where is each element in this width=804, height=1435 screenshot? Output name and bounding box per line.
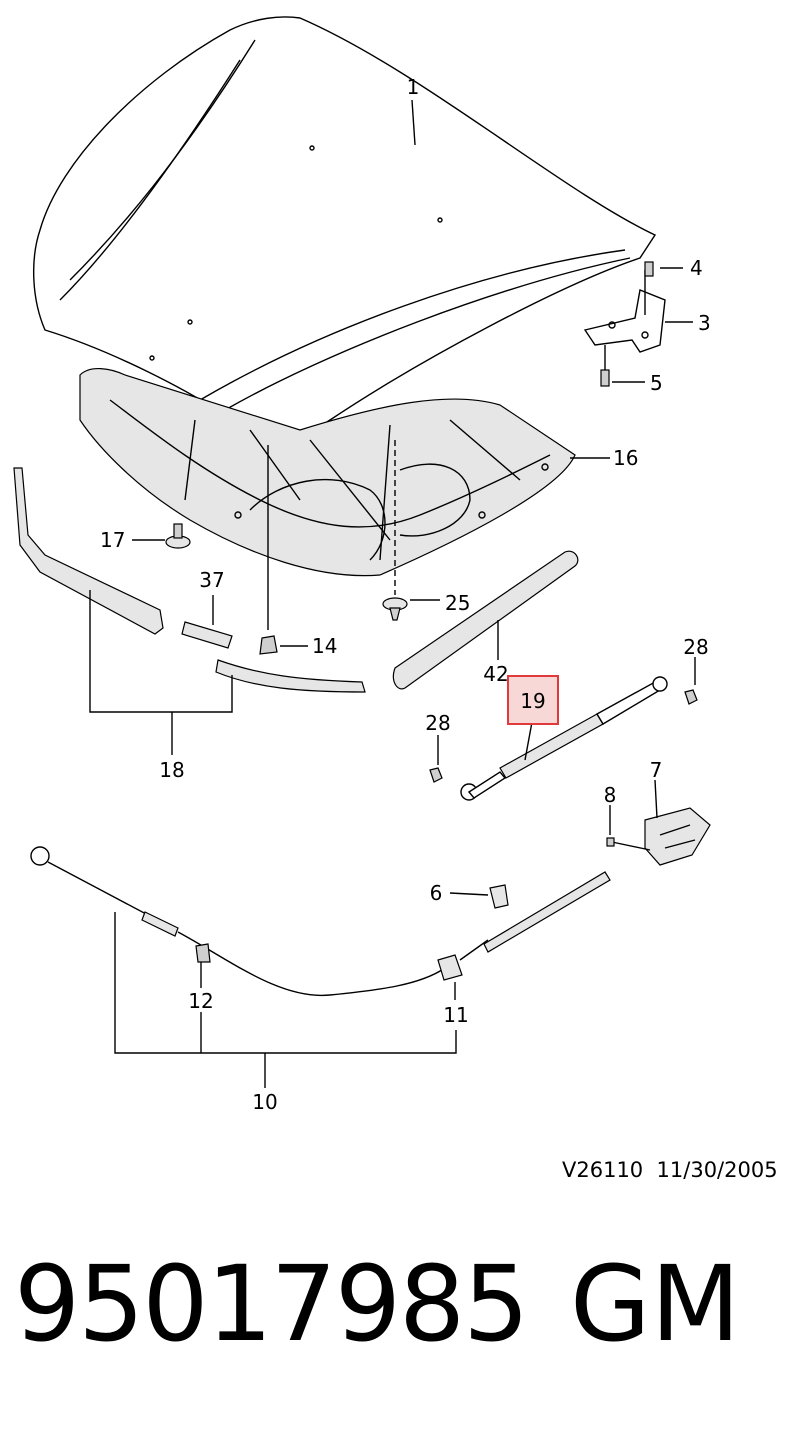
hood-panel [33,16,657,439]
clip-6 [489,884,509,909]
callout-11: 11 [443,1003,468,1027]
part-number: 95017985 [14,1243,529,1365]
callout-labels: 1 3 4 5 16 17 25 37 14 42 18 28 19 28 7 … [100,75,711,1114]
weatherstrip-left [13,467,366,693]
callout-37: 37 [199,568,224,592]
callout-4: 4 [690,256,703,280]
callout-25: 25 [445,591,470,615]
gas-strut-19 [429,676,698,801]
callout-19: 19 [520,689,545,713]
callout-16: 16 [613,446,638,470]
hood-inner-frame [79,368,576,577]
brand-name: GM [570,1243,741,1365]
callout-6: 6 [430,881,443,905]
callout-3: 3 [698,311,711,335]
callout-28-right: 28 [683,635,708,659]
grommet-25 [382,597,408,621]
leader-lines [89,99,696,1088]
callout-17: 17 [100,528,125,552]
grommet-17 [165,523,191,549]
highlight-box [507,675,559,725]
release-cable-10 [30,846,611,997]
callout-1: 1 [407,75,420,99]
insulator-strip-42 [392,550,579,690]
callout-18: 18 [159,758,184,782]
callout-14: 14 [312,634,337,658]
callout-12: 12 [188,989,213,1013]
drawing-reference: V26110 11/30/2005 [562,1158,778,1182]
callout-42: 42 [483,662,508,686]
callout-5: 5 [650,371,663,395]
hood-hinge [583,261,666,387]
hood-latch-7 [606,807,711,866]
exploded-parts-diagram: 1 3 4 5 16 17 25 37 14 42 18 28 19 28 7 … [13,16,711,1114]
callout-7: 7 [650,758,663,782]
drawing-id: V26110 [562,1158,644,1182]
callout-28-left: 28 [425,711,450,735]
callout-8: 8 [604,783,617,807]
callout-10: 10 [252,1090,277,1114]
clip-37 [181,621,233,649]
bumper-14 [259,635,278,655]
drawing-date: 11/30/2005 [656,1158,778,1182]
